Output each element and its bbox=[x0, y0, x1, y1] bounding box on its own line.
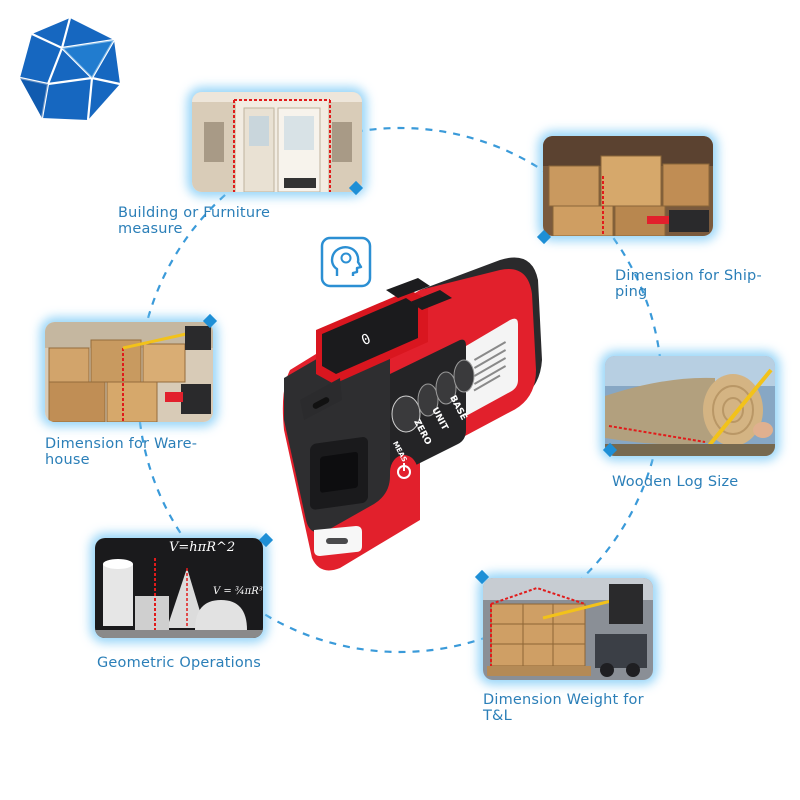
shipping-label: Dimension for Ship- ping bbox=[615, 268, 762, 300]
building-label-line1: Building or Furniture bbox=[118, 205, 271, 221]
log-photo bbox=[605, 356, 775, 456]
polyhedron-logo-icon bbox=[14, 14, 126, 130]
log-label-line1: Wooden Log Size bbox=[612, 474, 739, 490]
weight-label-line1: Dimension Weight for bbox=[483, 692, 644, 708]
weight-label-line2: T&L bbox=[483, 708, 512, 724]
warehouse-label: Dimension for Ware- house bbox=[45, 436, 197, 468]
shipping-label-line1: Dimension for Ship- bbox=[615, 268, 762, 284]
laser-tape-measure-device: 0 ZERO UNIT BASE MEAS bbox=[270, 250, 560, 584]
geometry-label-line1: Geometric Operations bbox=[97, 655, 262, 671]
warehouse-label-line1: Dimension for Ware- bbox=[45, 436, 198, 452]
building-label: Building or Furniture measure bbox=[118, 205, 270, 237]
head-profile-icon bbox=[320, 236, 372, 292]
cylinder-formula: V=hπR^2 bbox=[169, 540, 236, 555]
building-photo bbox=[192, 92, 362, 192]
geometry-photo: V=hπR^2 V = ¾πR³ bbox=[95, 538, 263, 638]
weight-photo bbox=[483, 578, 653, 680]
shipping-photo bbox=[543, 136, 713, 236]
building-label-line2: measure bbox=[118, 221, 183, 237]
shipping-label-line2: ping bbox=[615, 284, 648, 300]
weight-label: Dimension Weight for T&L bbox=[483, 692, 644, 724]
warehouse-photo bbox=[45, 322, 213, 422]
warehouse-label-line2: house bbox=[45, 452, 90, 468]
sphere-formula: V = ¾πR³ bbox=[213, 586, 263, 597]
log-label: Wooden Log Size bbox=[612, 474, 738, 490]
geometry-label: Geometric Operations bbox=[97, 655, 261, 671]
